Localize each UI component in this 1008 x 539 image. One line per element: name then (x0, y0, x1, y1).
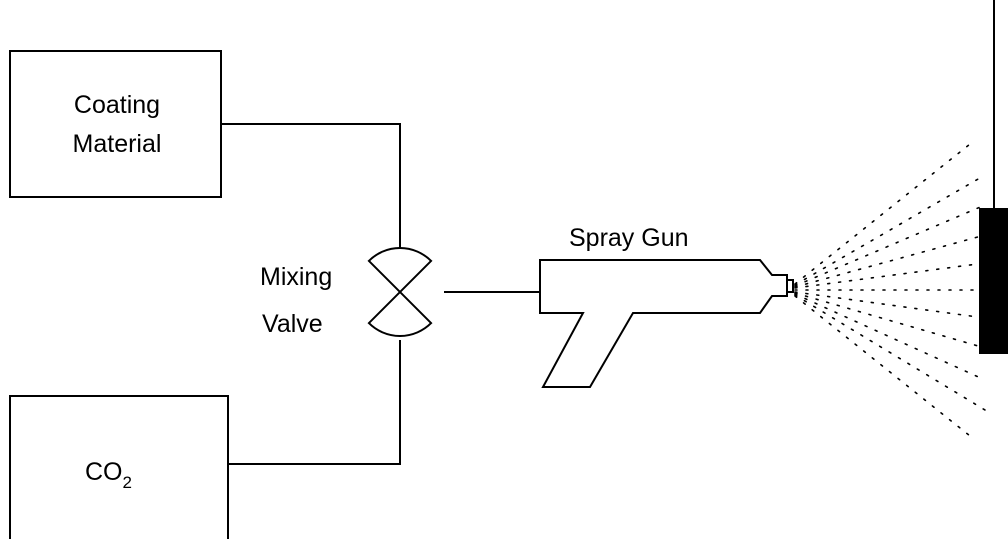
coating-material-label-line1: Coating (74, 91, 160, 119)
mixing-valve-label-line2: Valve (262, 310, 323, 338)
coating-material-label-line2: Material (73, 130, 162, 158)
co2-label-text: CO (85, 458, 123, 486)
coating-material-box-frame (9, 50, 222, 198)
co2-to-valve-pipe (228, 340, 401, 465)
co2-label: CO2 (85, 458, 132, 492)
mixing-valve-label-line1: Mixing (260, 263, 332, 291)
co2-box: CO2 (9, 395, 229, 539)
spray-gun-icon (539, 259, 794, 388)
coating-to-valve-pipe (221, 123, 401, 248)
target-substrate (979, 0, 1008, 354)
substrate-panel (979, 208, 1008, 354)
coating-material-box: Coating Material (9, 50, 222, 198)
mixing-valve-icon (367, 247, 433, 337)
co2-label-subscript: 2 (123, 473, 132, 492)
spray-pattern (794, 139, 986, 441)
co2-box-frame (9, 395, 229, 539)
spray-gun-label: Spray Gun (569, 224, 689, 252)
spray-gun-nozzle-tip (786, 279, 794, 293)
